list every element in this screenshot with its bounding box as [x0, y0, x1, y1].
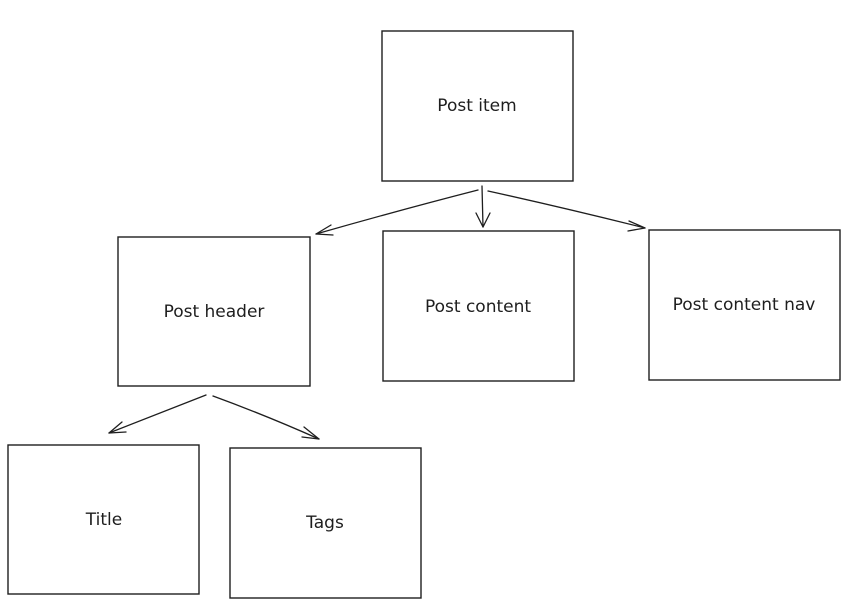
node-label-tags: Tags — [305, 513, 344, 533]
node-label-post-header: Post header — [164, 302, 265, 322]
node-label-post-content: Post content — [425, 297, 531, 317]
node-post-content-nav: Post content nav — [648, 229, 841, 381]
node-post-content: Post content — [382, 230, 575, 382]
edge-post-item-to-post-content-nav — [487, 190, 646, 232]
edges — [108, 185, 646, 440]
edge-post-header-to-tags — [212, 395, 320, 440]
node-title: Title — [7, 444, 200, 595]
node-tags: Tags — [229, 447, 422, 599]
node-post-item: Post item — [381, 30, 574, 182]
node-post-header: Post header — [117, 236, 311, 387]
edge-post-item-to-post-content — [475, 185, 491, 228]
edge-post-header-to-title — [108, 394, 207, 434]
node-label-title: Title — [85, 510, 122, 530]
node-label-post-item: Post item — [437, 96, 516, 116]
node-label-post-content-nav: Post content nav — [673, 295, 816, 315]
edge-post-item-to-post-header — [315, 189, 479, 236]
